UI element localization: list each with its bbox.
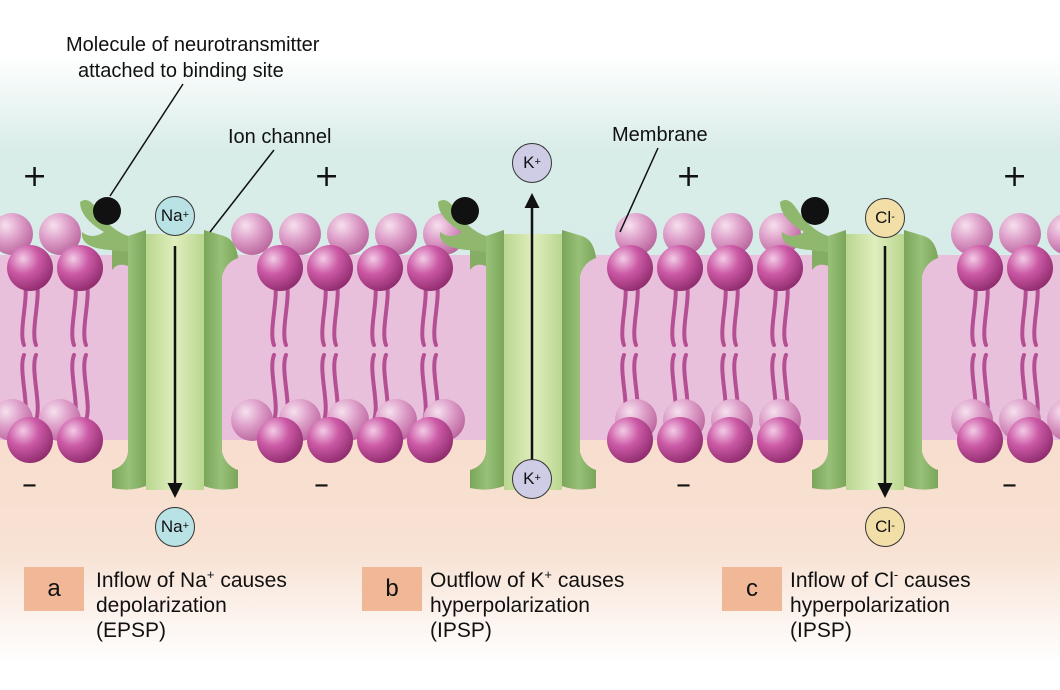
lipid-head <box>7 245 53 291</box>
plus-sign: + <box>22 159 48 194</box>
lipid-head <box>957 417 1003 463</box>
lipid-head <box>307 245 353 291</box>
lipid-head <box>657 417 703 463</box>
neurotransmitter-label-line2: attached to binding site <box>78 60 284 82</box>
panel-a-caption: Inflow of Na+ causes depolarization (EPS… <box>96 567 287 642</box>
neurotransmitter-label-line1: Molecule of neurotransmitter <box>66 34 320 56</box>
panel-a-badge: a <box>24 567 84 611</box>
lipid-tail <box>32 353 40 422</box>
lipid-tail <box>370 353 378 422</box>
lipid-head <box>57 417 103 463</box>
ion-channel-leader-line <box>209 149 275 233</box>
neurotransmitter-leader-line <box>109 83 184 197</box>
lipid-tail <box>270 353 278 422</box>
binding-site-a <box>80 200 128 252</box>
lipid-head <box>1007 417 1053 463</box>
binding-site-c <box>780 200 828 252</box>
panel-b-badge: b <box>362 567 422 611</box>
lipid-head <box>615 213 657 255</box>
lipid-head <box>757 245 803 291</box>
neurotransmitter-molecule-a <box>93 197 121 225</box>
binding-site-b <box>438 200 486 252</box>
ion-channel-c <box>780 200 938 490</box>
cl-ion-outside: Cl- <box>865 198 905 238</box>
lipid-head <box>663 213 705 255</box>
lipid-head <box>951 213 993 255</box>
lipid-tail <box>320 353 328 422</box>
lipid-head <box>1007 245 1053 291</box>
lipid-head <box>999 213 1041 255</box>
cl-ion-inside: Cl- <box>865 507 905 547</box>
lipid-head <box>7 417 53 463</box>
lipid-head <box>407 417 453 463</box>
plus-sign: + <box>314 159 340 194</box>
lipid-head <box>707 417 753 463</box>
lipid-head <box>357 417 403 463</box>
neurotransmitter-molecule-b <box>451 197 479 225</box>
panel-b-caption: Outflow of K+ causes hyperpolarization (… <box>430 567 625 642</box>
panel-c-badge: c <box>722 567 782 611</box>
lipid-head <box>39 213 81 255</box>
minus-sign: – <box>314 467 329 502</box>
neurotransmitter-molecule-c <box>801 197 829 225</box>
lipid-head <box>375 213 417 255</box>
lipid-head <box>257 417 303 463</box>
lipid-head <box>1047 214 1060 254</box>
lipid-heads-front-row <box>7 245 1053 463</box>
lipid-tail <box>82 353 90 422</box>
k-ion-outside: K+ <box>512 143 552 183</box>
lipid-head <box>357 245 403 291</box>
lipid-head <box>231 213 273 255</box>
lipid-head <box>257 245 303 291</box>
panel-c-caption: Inflow of Cl- causes hyperpolarization (… <box>790 567 971 642</box>
na-ion-outside: Na+ <box>155 196 195 236</box>
plus-sign: + <box>676 159 702 194</box>
plus-sign: + <box>1002 159 1028 194</box>
lipid-head <box>0 213 33 255</box>
lipid-head <box>757 417 803 463</box>
membrane-leader-line <box>619 147 659 233</box>
lipid-head <box>707 245 753 291</box>
na-ion-inside: Na+ <box>155 507 195 547</box>
ion-channel-label: Ion channel <box>228 126 332 148</box>
minus-sign: – <box>1002 467 1017 502</box>
lipid-head <box>279 213 321 255</box>
lipid-head <box>57 245 103 291</box>
k-ion-inside: K+ <box>512 459 552 499</box>
lipid-head <box>711 213 753 255</box>
minus-sign: – <box>22 467 37 502</box>
lipid-head <box>957 245 1003 291</box>
lipid-head <box>657 245 703 291</box>
minus-sign: – <box>676 467 691 502</box>
lipid-head <box>607 245 653 291</box>
lipid-head <box>327 213 369 255</box>
lipid-head <box>307 417 353 463</box>
lipid-head <box>607 417 653 463</box>
lipid-head <box>407 245 453 291</box>
membrane-label: Membrane <box>612 124 708 146</box>
